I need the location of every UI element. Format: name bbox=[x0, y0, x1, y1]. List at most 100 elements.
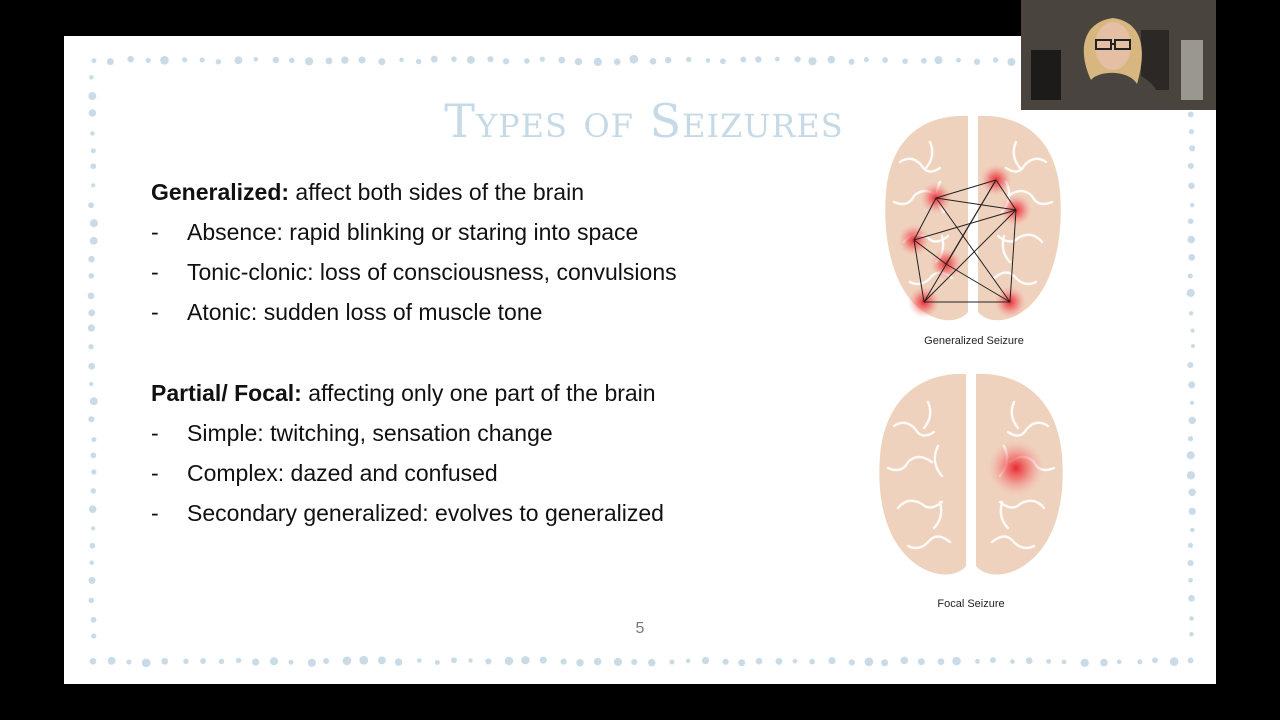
border-dot bbox=[91, 633, 97, 639]
presenter-webcam-video bbox=[1021, 0, 1216, 110]
border-dot bbox=[1007, 57, 1016, 66]
border-dot bbox=[1187, 218, 1194, 225]
list-item-text: Secondary generalized: evolves to genera… bbox=[187, 500, 664, 526]
focal-section: Partial/ Focal: affecting only one part … bbox=[151, 375, 664, 533]
border-dot bbox=[90, 526, 96, 531]
border-dot bbox=[574, 58, 583, 66]
border-dot bbox=[87, 292, 95, 300]
border-dot bbox=[539, 56, 545, 62]
border-dot bbox=[430, 55, 438, 63]
border-dot bbox=[686, 56, 692, 63]
border-dot bbox=[1190, 328, 1195, 333]
border-dot bbox=[1188, 507, 1196, 515]
generalized-section: Generalized: affect both sides of the br… bbox=[151, 174, 677, 332]
border-dot bbox=[1190, 344, 1196, 349]
border-dot bbox=[629, 54, 639, 64]
list-item-text: Complex: dazed and confused bbox=[187, 460, 498, 486]
border-dot bbox=[307, 658, 316, 667]
generalized-seizure-brain-image bbox=[885, 115, 1061, 321]
border-dot bbox=[1025, 657, 1033, 665]
border-dot bbox=[900, 656, 909, 665]
border-dot bbox=[775, 657, 783, 665]
bullet-dash: - bbox=[151, 299, 159, 325]
border-dot bbox=[920, 57, 927, 64]
border-dot bbox=[560, 658, 567, 665]
border-dot bbox=[1137, 659, 1143, 665]
border-dot bbox=[1061, 659, 1067, 665]
border-dot bbox=[1189, 400, 1195, 405]
border-dot bbox=[828, 657, 836, 665]
border-dot bbox=[1187, 361, 1194, 369]
border-dot bbox=[218, 658, 225, 665]
border-dot bbox=[90, 131, 95, 136]
border-dot bbox=[88, 202, 94, 209]
border-dot bbox=[720, 58, 726, 65]
border-dot bbox=[107, 656, 116, 665]
border-dot bbox=[1188, 594, 1195, 602]
border-dot bbox=[1189, 202, 1195, 208]
border-dot bbox=[90, 452, 97, 459]
border-dot bbox=[199, 57, 205, 63]
border-dot bbox=[649, 58, 657, 65]
border-dot bbox=[701, 656, 710, 665]
bullet-dash: - bbox=[151, 259, 159, 285]
border-dot bbox=[1188, 381, 1196, 389]
border-dot bbox=[808, 57, 817, 66]
border-dot bbox=[809, 658, 815, 665]
list-item-text: Simple: twitching, sensation change bbox=[187, 420, 553, 446]
border-dot bbox=[89, 219, 98, 228]
generalized-label: Generalized: bbox=[151, 179, 290, 205]
border-dot bbox=[593, 657, 602, 666]
border-dot bbox=[848, 58, 855, 65]
border-dot bbox=[127, 55, 134, 63]
border-dot bbox=[91, 437, 97, 443]
focal-description: affecting only one part of the brain bbox=[301, 380, 656, 406]
border-dot bbox=[502, 58, 510, 65]
border-dot bbox=[88, 597, 95, 604]
list-item-text: Tonic-clonic: loss of consciousness, con… bbox=[187, 259, 677, 285]
list-item-text: Absence: rapid blinking or staring into … bbox=[187, 219, 639, 245]
focal-label: Partial/ Focal: bbox=[151, 380, 302, 406]
border-dot bbox=[973, 58, 981, 65]
border-dot bbox=[664, 56, 672, 64]
border-dot bbox=[288, 659, 294, 665]
border-dot bbox=[89, 381, 94, 387]
bullet-dash: - bbox=[151, 420, 159, 446]
border-dot bbox=[1046, 659, 1052, 664]
border-dot bbox=[881, 659, 889, 667]
list-item: - Atonic: sudden loss of muscle tone bbox=[151, 292, 677, 332]
border-dot bbox=[289, 57, 295, 64]
border-dot bbox=[466, 55, 475, 64]
border-dot bbox=[1188, 577, 1193, 583]
border-dot bbox=[1152, 657, 1158, 664]
border-dot bbox=[755, 56, 762, 63]
border-dot bbox=[864, 657, 874, 667]
bullet-dash: - bbox=[151, 219, 159, 245]
border-dot bbox=[539, 656, 547, 664]
border-dot bbox=[558, 56, 566, 64]
list-item: - Absence: rapid blinking or staring into… bbox=[151, 212, 677, 252]
list-item-text: Atonic: sudden loss of muscle tone bbox=[187, 299, 543, 325]
border-dot bbox=[504, 656, 514, 666]
list-item: -Complex: dazed and confused bbox=[151, 453, 664, 493]
border-dot bbox=[394, 658, 403, 666]
border-dot bbox=[1187, 273, 1193, 279]
border-dot bbox=[88, 255, 95, 263]
border-dot bbox=[89, 542, 96, 549]
border-dot bbox=[1187, 560, 1194, 567]
border-dot bbox=[88, 416, 95, 423]
border-dot bbox=[576, 659, 584, 667]
border-dot bbox=[141, 658, 151, 668]
border-dot bbox=[1189, 631, 1194, 637]
border-dot bbox=[468, 658, 473, 663]
border-dot bbox=[1187, 436, 1194, 442]
border-dot bbox=[91, 183, 96, 188]
border-dot bbox=[487, 56, 494, 63]
border-dot bbox=[215, 59, 222, 65]
border-dot bbox=[705, 58, 711, 63]
border-dot bbox=[755, 657, 763, 665]
border-dot bbox=[451, 56, 457, 62]
border-dot bbox=[1186, 451, 1195, 460]
border-dot bbox=[89, 560, 95, 565]
border-dot bbox=[613, 58, 621, 66]
